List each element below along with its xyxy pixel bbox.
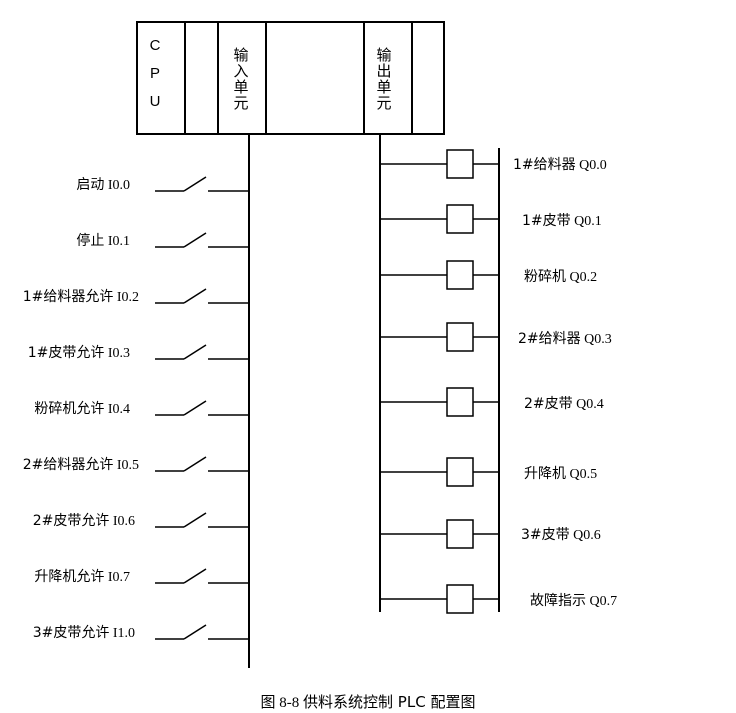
output-label: 故障指示 Q0.7: [530, 593, 617, 609]
input-contact-symbol: [155, 288, 249, 304]
output-coil-symbol: [380, 519, 499, 549]
input-label: 停止 I0.1: [76, 232, 130, 249]
input-label: 1#皮带允许 I0.3: [28, 345, 130, 361]
input-unit-char: 输: [233, 46, 248, 64]
output-coil-symbol: [380, 457, 499, 487]
input-label: 粉碎机允许 I0.4: [34, 401, 130, 417]
input-contact-symbol: [155, 456, 249, 472]
input-unit-char: 单: [233, 78, 248, 96]
output-coil-symbol: [380, 322, 499, 352]
figure-title: 供料系统控制 PLC 配置图: [303, 693, 475, 711]
output-unit-char: 元: [376, 94, 391, 112]
input-row: 升降机允许 I0.7: [34, 568, 249, 585]
cpu-letter: P: [150, 65, 160, 82]
input-row: 2#皮带允许 I0.6: [33, 512, 249, 529]
rack-frame: [136, 21, 445, 135]
input-contact-symbol: [155, 568, 249, 584]
input-row: 2#给料器允许 I0.5: [23, 456, 249, 473]
input-row: 1#皮带允许 I0.3: [28, 344, 249, 361]
output-label: 2#给料器 Q0.3: [518, 331, 612, 347]
output-label: 2#皮带 Q0.4: [524, 396, 604, 412]
input-contact-symbol: [155, 512, 249, 528]
input-label: 1#给料器允许 I0.2: [23, 289, 139, 305]
output-coil-symbol: [380, 387, 499, 417]
input-unit-char: 入: [233, 62, 248, 80]
input-label: 2#给料器允许 I0.5: [23, 457, 139, 473]
output-row: 3#皮带 Q0.6: [380, 519, 601, 549]
cpu-label: C P U: [150, 37, 161, 110]
input-contact-symbol: [155, 624, 249, 640]
output-unit-label: 输 出 单 元: [376, 46, 391, 112]
input-row: 启动 I0.0: [76, 176, 249, 193]
output-unit-char: 出: [376, 62, 391, 80]
input-contact-symbol: [155, 232, 249, 248]
input-label: 3#皮带允许 I1.0: [33, 625, 135, 641]
output-row: 升降机 Q0.5: [380, 457, 597, 487]
output-label: 1#给料器 Q0.0: [513, 157, 607, 173]
output-row: 故障指示 Q0.7: [380, 584, 617, 614]
input-contact-symbol: [155, 176, 249, 192]
output-label: 3#皮带 Q0.6: [521, 527, 601, 543]
input-label: 升降机允许 I0.7: [34, 569, 130, 585]
output-row: 1#给料器 Q0.0: [380, 149, 607, 179]
input-row: 停止 I0.1: [76, 232, 249, 249]
input-row: 粉碎机允许 I0.4: [34, 400, 249, 417]
output-coil-symbol: [380, 260, 499, 290]
output-row: 1#皮带 Q0.1: [380, 204, 602, 234]
input-contact-symbol: [155, 400, 249, 416]
output-row: 粉碎机 Q0.2: [380, 260, 597, 290]
output-row: 2#皮带 Q0.4: [380, 387, 604, 417]
input-unit-label: 输 入 单 元: [233, 46, 248, 112]
input-label: 2#皮带允许 I0.6: [33, 513, 135, 529]
input-label: 启动 I0.0: [76, 177, 130, 193]
input-unit-char: 元: [233, 94, 248, 112]
figure-number: 图 8-8: [261, 694, 300, 711]
figure-caption: 图 8-8 供料系统控制 PLC 配置图: [261, 693, 476, 711]
output-coil-symbol: [380, 204, 499, 234]
output-unit-char: 输: [376, 46, 391, 64]
output-coil-symbol: [380, 584, 499, 614]
cpu-letter: C: [150, 37, 161, 54]
output-unit-char: 单: [376, 78, 391, 96]
output-label: 粉碎机 Q0.2: [524, 269, 597, 285]
input-contact-symbol: [155, 344, 249, 360]
cpu-letter: U: [150, 93, 161, 110]
input-row: 1#给料器允许 I0.2: [23, 288, 249, 305]
output-row: 2#给料器 Q0.3: [380, 322, 612, 352]
output-coil-symbol: [380, 149, 499, 179]
output-label: 升降机 Q0.5: [524, 466, 597, 482]
plc-rack: [136, 21, 445, 135]
input-row: 3#皮带允许 I1.0: [33, 624, 249, 641]
output-label: 1#皮带 Q0.1: [522, 213, 602, 229]
